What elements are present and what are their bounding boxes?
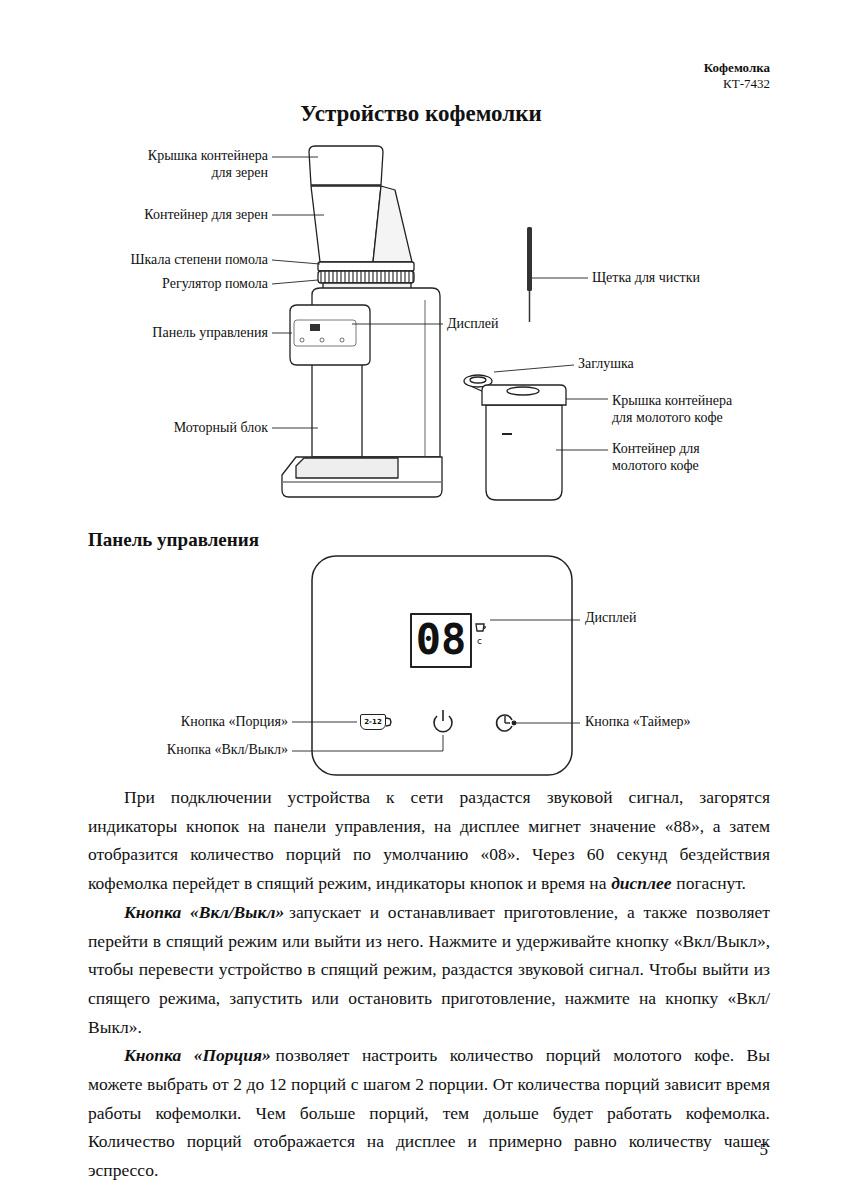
ground-container — [486, 405, 562, 500]
button-name: Кнопка «Таймер» — [585, 714, 691, 731]
paragraph: Кнопка «Вкл/Выкл»запускает и останавлива… — [88, 898, 770, 1042]
body-text: запускает и останавливает приготовление,… — [88, 902, 770, 1037]
mini-icon — [340, 338, 344, 342]
leader-lines — [272, 157, 608, 450]
body-text: погаснут. — [676, 873, 746, 893]
column-edge — [361, 364, 362, 457]
grinder-head — [290, 305, 370, 365]
body-text: позволяет настроить количество порций мо… — [88, 1045, 770, 1180]
brush-shaft — [529, 291, 531, 322]
panel-leader-lines — [292, 620, 580, 751]
unit-letter: c — [477, 636, 482, 647]
cup-handle — [386, 714, 394, 730]
part-name: Щетка для чистки — [592, 270, 700, 287]
ground-container-lid — [482, 385, 566, 405]
base-edge — [282, 481, 442, 482]
part-name: Моторный блок — [174, 420, 268, 437]
hopper-front — [311, 186, 381, 262]
paragraph: При подключении устройства к сети раздас… — [88, 783, 770, 898]
paragraph: Кнопка «Порция»позволяет настроить колич… — [88, 1041, 770, 1185]
drip-tray — [296, 458, 398, 478]
header-model: КТ-7432 — [723, 76, 770, 92]
hopper-side — [373, 186, 412, 262]
body-text: При подключении устройства к сети раздас… — [88, 783, 770, 1185]
display-box: 08 — [410, 613, 473, 668]
part-name: Панель управления — [152, 325, 268, 342]
page-number: 5 — [760, 1140, 769, 1160]
cleaning-brush — [527, 227, 532, 322]
timer-hand — [504, 716, 505, 723]
hopper-lid — [309, 146, 383, 185]
grinder-panel — [294, 320, 356, 346]
mini-icon — [300, 338, 304, 342]
mini-icon — [320, 338, 324, 342]
header-product: Кофемолка — [704, 60, 770, 76]
part-name: Контейнер для молотого кофе — [612, 441, 752, 475]
display-digits: 08 — [416, 619, 467, 661]
part-name: Заглушка — [578, 356, 634, 373]
portion-button: 2-12 — [360, 714, 387, 730]
part-name: Контейнер для зерен — [144, 207, 268, 224]
coffee-container — [464, 375, 566, 500]
timer-dot — [512, 721, 516, 725]
button-name: Кнопка «Вкл/Выкл» — [167, 742, 288, 759]
section-heading: Панель управления — [88, 529, 259, 552]
button-name: Кнопка «Порция» — [181, 714, 288, 731]
timer-hand — [505, 722, 510, 723]
grinder-mini-display — [310, 324, 320, 331]
control-panel-outline — [312, 556, 572, 775]
grind-regulator — [318, 271, 414, 283]
part-name: Регулятор помола — [162, 276, 268, 293]
button-text: 2-12 — [364, 719, 382, 726]
part-name: Шкала степени помола — [130, 252, 268, 269]
brush-handle — [527, 227, 532, 291]
emphasis-text: Кнопка «Вкл/Выкл» — [124, 902, 284, 922]
part-name: Дисплей — [447, 316, 498, 333]
part-name: Крышка контейнера для молотого кофе — [612, 393, 752, 427]
cup-icon — [476, 624, 484, 631]
part-name: Дисплей — [585, 610, 636, 627]
timer-icon — [497, 715, 512, 731]
container-mark — [502, 433, 512, 435]
grind-scale — [318, 262, 414, 271]
cup-icon-handle — [484, 626, 486, 629]
power-icon — [442, 710, 444, 721]
emphasis-text: дисплее — [611, 873, 671, 893]
page-title: Устройство кофемолки — [0, 100, 842, 128]
cup-handle-path — [386, 718, 391, 726]
grinder-base — [282, 457, 442, 497]
emphasis-text: Кнопка «Порция» — [124, 1045, 271, 1065]
lid-opening — [507, 387, 539, 395]
plug-ring — [470, 377, 486, 383]
grinder-drawing — [282, 146, 442, 497]
part-name: Крышка контейнера для зерен — [128, 148, 268, 182]
